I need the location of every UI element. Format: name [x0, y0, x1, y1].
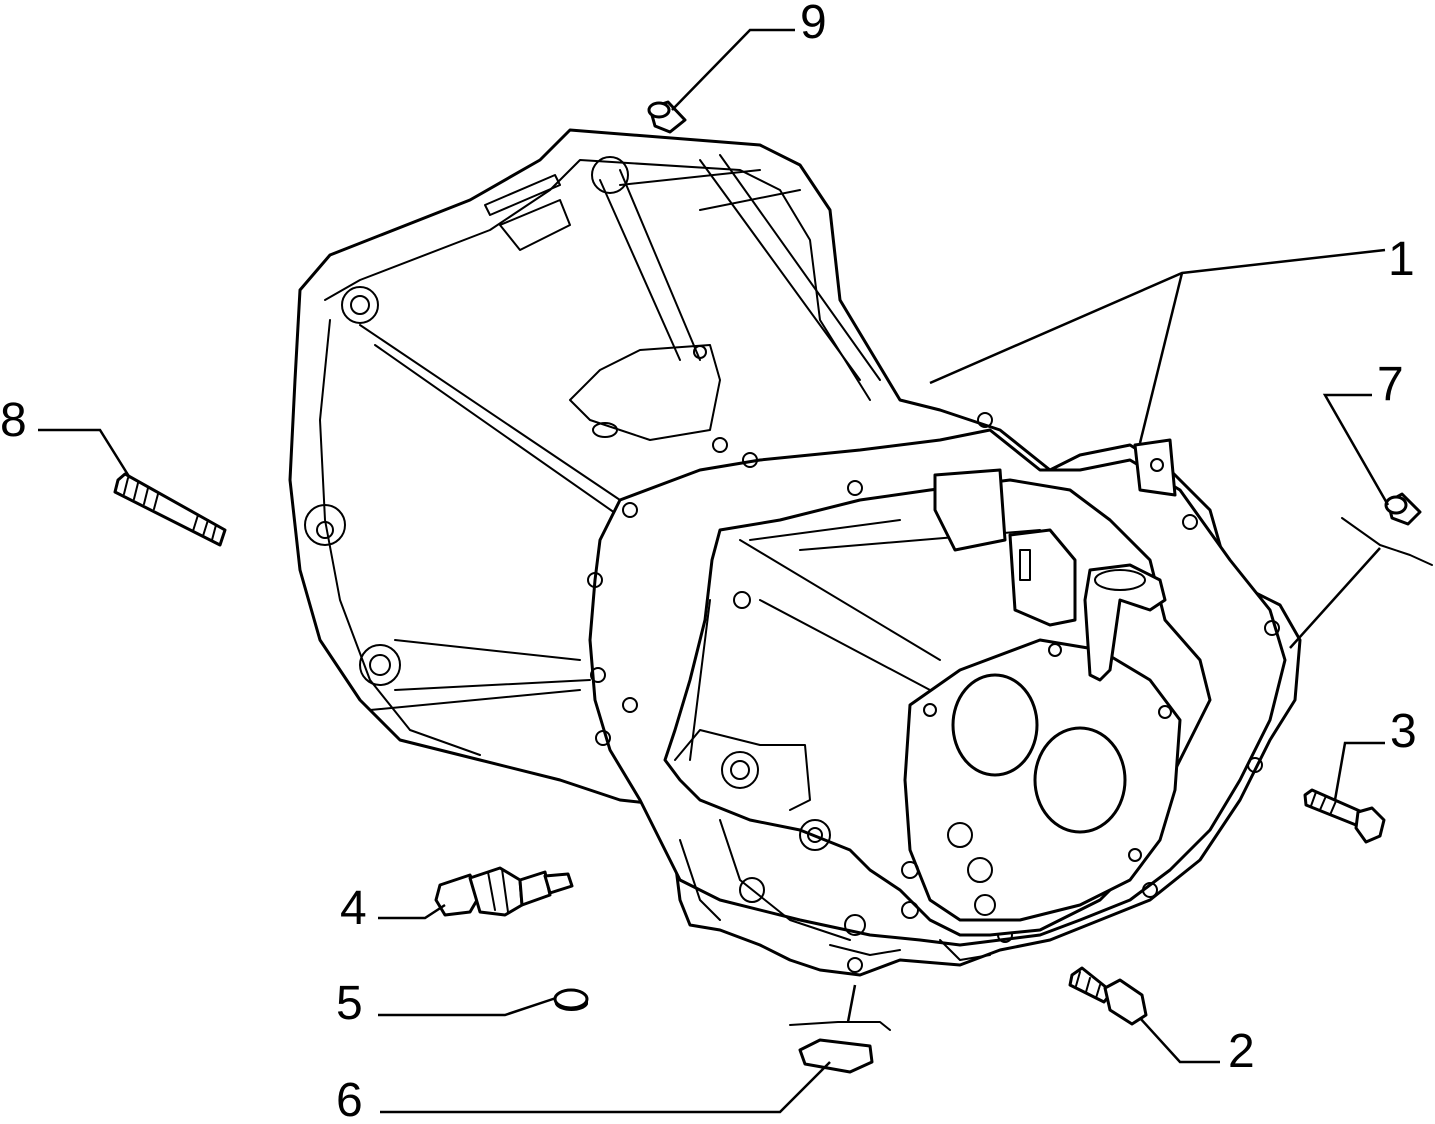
break-mark-right [1341, 517, 1433, 566]
part-3-bolt [1303, 788, 1386, 844]
part-2-bolt [1068, 966, 1148, 1026]
callout-9: 9 [800, 0, 827, 49]
part-5-plug [553, 988, 589, 1011]
part-7-dowel [1384, 492, 1422, 526]
leader-lines [38, 28, 1390, 1114]
part-8-stud [113, 472, 227, 547]
callout-5: 5 [336, 977, 363, 1030]
callout-6: 6 [336, 1074, 363, 1119]
callout-1: 1 [1388, 233, 1415, 286]
part-4-switch [434, 866, 574, 917]
part-6-plate [798, 1038, 874, 1074]
part-9-dowel [647, 100, 687, 134]
break-mark-bottom [789, 1021, 891, 1031]
callout-4: 4 [340, 882, 367, 935]
callout-2: 2 [1228, 1025, 1255, 1078]
callout-7: 7 [1377, 358, 1404, 411]
callout-3: 3 [1390, 705, 1417, 758]
callout-8: 8 [0, 394, 27, 447]
transmission-case [288, 128, 1302, 977]
